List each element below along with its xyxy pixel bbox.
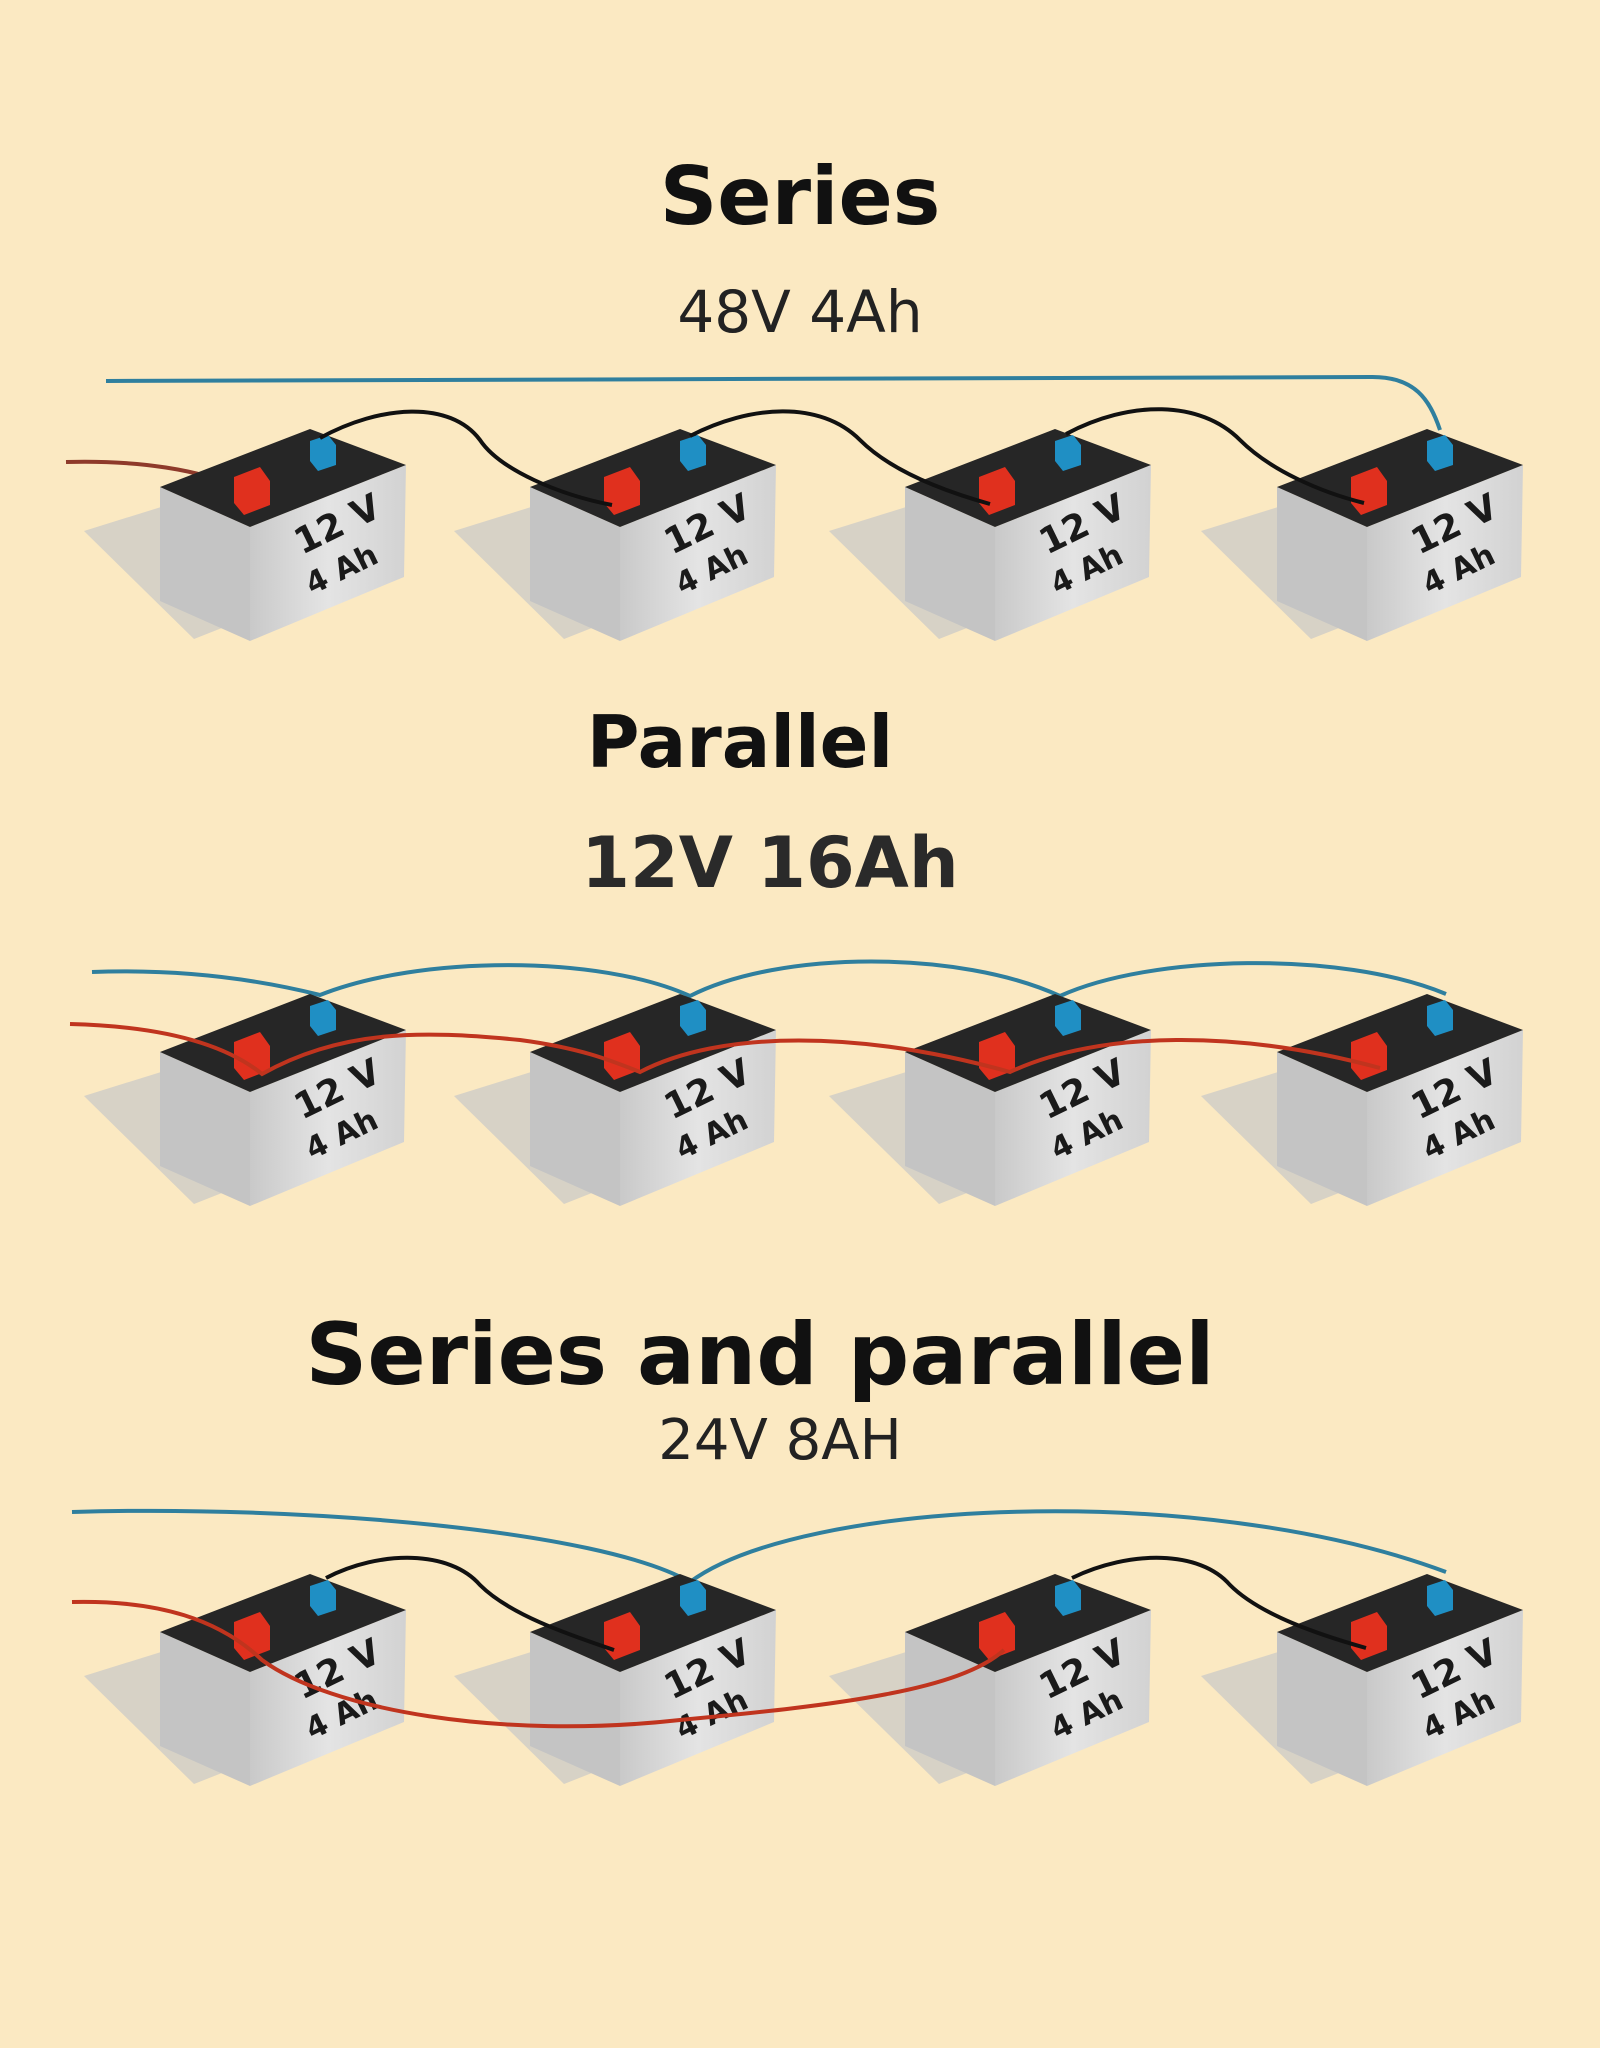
negative-terminal [310,435,336,471]
battery-side-face [995,1610,1151,1786]
series-spec: 48V 4Ah [677,278,923,346]
battery-side-face [250,465,406,641]
battery-side-face [620,1030,776,1206]
series-battery-1: 12 V4 Ah [84,429,406,641]
parallel-spec: 12V 16Ah [581,822,959,904]
battery-front-face [160,487,250,641]
series-parallel-battery-2: 12 V4 Ah [454,1574,776,1786]
parallel-battery-4: 12 V4 Ah [1201,994,1523,1206]
series-parallel-jumper-wire-1 [325,1555,615,1652]
battery-side-face [1367,465,1523,641]
series-jumper-wire-1 [319,409,613,507]
battery-front-face [530,487,620,641]
battery-top-face [160,1574,406,1672]
battery-side-face [620,1610,776,1786]
negative-terminal [310,1580,336,1616]
negative-terminal [310,1000,336,1036]
positive-terminal [234,1612,270,1660]
series-parallel-wires-front [71,1555,1367,1729]
series-output-negative-wire [105,374,1442,431]
battery-top-face [905,429,1151,527]
negative-terminal [1427,435,1453,471]
battery-top-face [530,1574,776,1672]
battery-top-face [905,1574,1151,1672]
parallel-battery-2: 12 V4 Ah [454,994,776,1206]
series-parallel-positive-wire [71,1599,1006,1729]
series-parallel-negative-wire [71,1508,1447,1585]
battery-top-face [530,429,776,527]
negative-terminal [1055,1000,1081,1036]
series-title: Series [659,150,941,243]
negative-terminal [680,435,706,471]
parallel-wires-front [69,1022,1381,1077]
battery-top-face [1277,429,1523,527]
series-parallel-jumper-wire-2 [1071,1555,1367,1650]
series-parallel-spec: 24V 8AH [658,1408,902,1473]
parallel-negative-bus-wire [91,959,1447,999]
battery-top-face [530,994,776,1092]
battery-top-face [1277,994,1523,1092]
series-battery-3: 12 V4 Ah [829,429,1151,641]
battery-side-face [1367,1610,1523,1786]
negative-terminal [1427,1000,1453,1036]
battery-side-face [250,1610,406,1786]
parallel-positive-bus-wire [69,1022,1381,1077]
parallel-title: Parallel [586,700,894,784]
positive-terminal [604,467,640,515]
battery-front-face [1277,487,1367,641]
series-parallel-title: Series and parallel [305,1305,1215,1405]
negative-terminal [680,1580,706,1616]
negative-terminal [1427,1580,1453,1616]
battery-side-face [995,1030,1151,1206]
series-battery-2: 12 V4 Ah [454,429,776,641]
battery-top-face [1277,1574,1523,1672]
negative-terminal [1055,435,1081,471]
battery-front-face [530,1052,620,1206]
battery-top-face [160,429,406,527]
series-parallel-battery-3: 12 V4 Ah [829,1574,1151,1786]
battery-front-face [1277,1632,1367,1786]
battery-top-face [905,994,1151,1092]
battery-side-face [1367,1030,1523,1206]
positive-terminal [979,1612,1015,1660]
positive-terminal [234,467,270,515]
negative-terminal [1055,1580,1081,1616]
battery-front-face [905,487,995,641]
battery-top-face [160,994,406,1092]
series-parallel-battery-1: 12 V4 Ah [84,1574,406,1786]
series-battery-4: 12 V4 Ah [1201,429,1523,641]
positive-terminal [234,1032,270,1080]
battery-front-face [1277,1052,1367,1206]
parallel-battery-3: 12 V4 Ah [829,994,1151,1206]
series-parallel-wires-back [71,1508,1447,1585]
battery-side-face [995,465,1151,641]
series-jumper-wire-3 [1065,407,1365,505]
series-parallel-battery-4: 12 V4 Ah [1201,1574,1523,1786]
battery-front-face [530,1632,620,1786]
battery-side-face [250,1030,406,1206]
series-jumper-wire-2 [689,409,991,506]
negative-terminal [680,1000,706,1036]
battery-front-face [160,1632,250,1786]
battery-front-face [905,1052,995,1206]
battery-side-face [620,465,776,641]
battery-front-face [160,1052,250,1206]
series-wires-front [319,407,1365,507]
parallel-battery-1: 12 V4 Ah [84,994,406,1206]
parallel-wires-back [91,959,1447,999]
